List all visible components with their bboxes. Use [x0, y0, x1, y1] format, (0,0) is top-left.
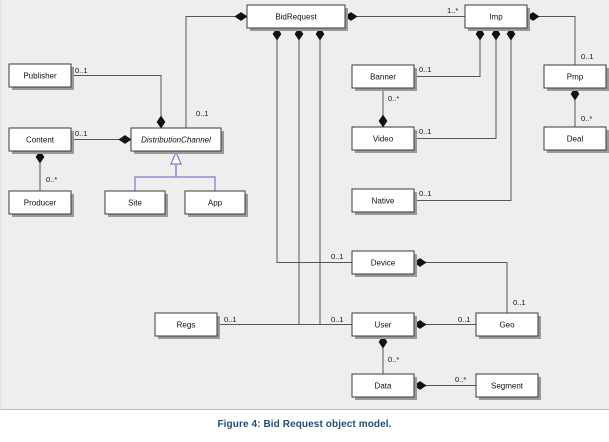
edge-bidrequest-device	[276, 28, 352, 263]
class-label-user: User	[375, 321, 392, 330]
class-label-pmp: Pmp	[567, 73, 584, 82]
class-label-publisher: Publisher	[23, 72, 57, 81]
class-box-app[interactable]: App	[184, 190, 248, 217]
multiplicity-label: 0..1	[419, 65, 432, 74]
gen-edge-site	[134, 165, 177, 191]
class-label-banner: Banner	[370, 73, 396, 82]
generalization-edges	[134, 150, 216, 191]
multiplicity-label: 0..*	[581, 114, 592, 123]
uml-class-diagram: BidRequest Imp Publisher Banner	[8, 4, 609, 400]
uml-diagram-canvas: BidRequest Imp Publisher Banner	[0, 0, 609, 410]
class-box-imp[interactable]: Imp	[464, 4, 530, 31]
class-box-content[interactable]: Content	[8, 127, 74, 154]
multiplicity-label: 0..1	[331, 315, 344, 324]
class-label-content: Content	[26, 136, 55, 145]
class-label-app: App	[208, 199, 223, 208]
class-label-device: Device	[371, 259, 396, 268]
class-label-distributionchannel: DistributionChannel	[141, 136, 211, 145]
multiplicity-label: 0..1	[196, 109, 209, 118]
edge-bidrequest-user	[298, 28, 352, 325]
multiplicity-label: 0..*	[388, 94, 399, 103]
multiplicity-label: 0..1	[458, 315, 471, 324]
class-box-video[interactable]: Video	[351, 126, 417, 153]
class-box-producer[interactable]: Producer	[8, 190, 74, 217]
class-box-data[interactable]: Data	[351, 373, 417, 400]
multiplicity-labels: 1..* 0..1 0..1 0..1 0..1 0..1 0..* 0..1 …	[46, 6, 594, 384]
multiplicity-label: 0..1	[513, 298, 526, 307]
multiplicity-label: 0..1	[581, 52, 594, 61]
class-box-user[interactable]: User	[351, 312, 417, 339]
class-box-distributionchannel[interactable]: DistributionChannel	[130, 127, 224, 154]
class-label-producer: Producer	[24, 199, 57, 208]
gen-edge-app	[175, 165, 216, 191]
edge-imp-native	[414, 28, 512, 201]
edge-bidrequest-distributionchannel	[185, 16, 247, 128]
multiplicity-label: 0..*	[455, 375, 466, 384]
multiplicity-label: 0..1	[75, 66, 88, 75]
class-box-regs[interactable]: Regs	[154, 312, 220, 339]
class-label-imp: Imp	[489, 13, 503, 22]
multiplicity-label: 0..*	[46, 175, 57, 184]
class-box-site[interactable]: Site	[104, 190, 168, 217]
diamond-distributionchannel-left	[118, 135, 132, 144]
class-label-segment: Segment	[491, 382, 524, 391]
diamond-bidrequest-left	[234, 12, 248, 21]
multiplicity-label: 0..1	[224, 315, 237, 324]
class-box-geo[interactable]: Geo	[475, 312, 541, 339]
class-label-site: Site	[128, 199, 142, 208]
class-box-deal[interactable]: Deal	[543, 126, 609, 153]
class-label-native: Native	[372, 197, 395, 206]
class-label-data: Data	[375, 382, 392, 391]
edge-imp-banner	[414, 28, 481, 77]
class-box-publisher[interactable]: Publisher	[8, 63, 74, 90]
edge-publisher-distributionchannel	[71, 75, 162, 128]
multiplicity-label: 0..1	[75, 129, 88, 138]
association-edges	[39, 16, 576, 386]
multiplicity-label: 0..1	[331, 252, 344, 261]
diamond-video-top	[378, 114, 388, 128]
multiplicity-label: 1..*	[447, 6, 458, 15]
class-label-geo: Geo	[499, 321, 515, 330]
edge-device-geo	[414, 262, 508, 313]
edge-imp-pmp	[527, 16, 576, 65]
multiplicity-label: 0..1	[419, 189, 432, 198]
class-label-regs: Regs	[177, 321, 196, 330]
class-box-segment[interactable]: Segment	[475, 373, 541, 400]
diamond-distributionchannel-top	[156, 115, 166, 129]
edge-bidrequest-regs	[217, 28, 321, 325]
class-label-bidrequest: BidRequest	[275, 13, 317, 22]
class-box-native[interactable]: Native	[351, 188, 417, 215]
class-label-video: Video	[373, 135, 394, 144]
class-box-bidrequest[interactable]: BidRequest	[246, 4, 348, 31]
figure-caption: Figure 4: Bid Request object model.	[217, 419, 392, 430]
generalization-arrow-icon	[170, 150, 182, 165]
multiplicity-label: 0..1	[419, 127, 432, 136]
class-box-device[interactable]: Device	[351, 250, 417, 277]
edge-imp-video	[414, 28, 497, 139]
class-box-banner[interactable]: Banner	[351, 64, 417, 91]
class-boxes: BidRequest Imp Publisher Banner	[8, 4, 609, 400]
class-box-pmp[interactable]: Pmp	[543, 64, 609, 91]
class-label-deal: Deal	[567, 135, 584, 144]
multiplicity-label: 0..*	[388, 355, 399, 364]
